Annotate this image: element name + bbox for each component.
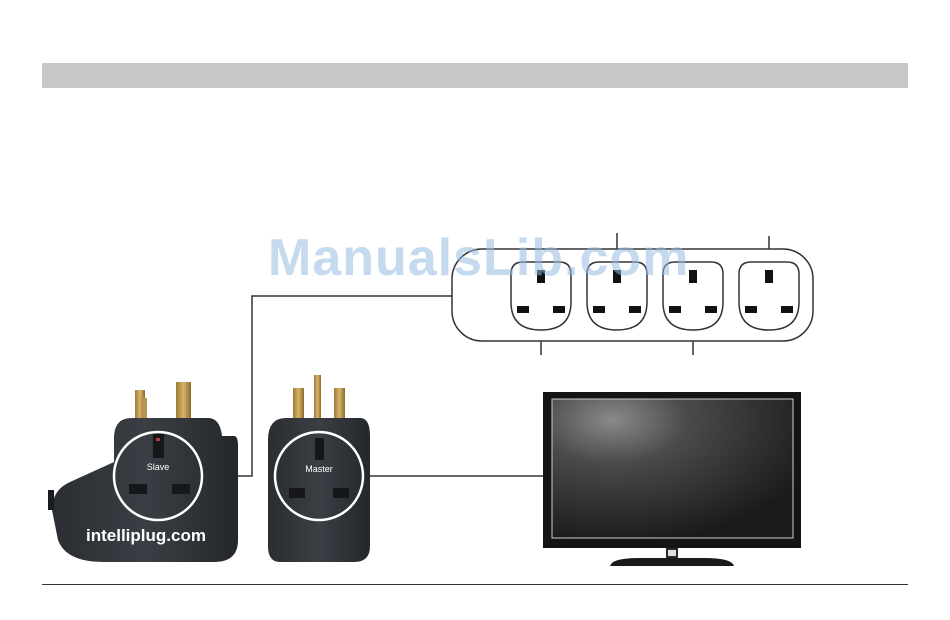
socket-4 <box>739 262 799 330</box>
tv-icon <box>543 392 801 566</box>
slave-label: Slave <box>147 462 170 472</box>
slave-url-text: intelliplug.com <box>86 526 206 545</box>
watermark: ManualsLib.com <box>268 228 689 288</box>
footer-rule <box>42 584 908 585</box>
slave-plug-icon: Slave intelliplug.com <box>48 382 238 562</box>
master-plug-icon: Master <box>268 375 370 562</box>
master-label: Master <box>305 464 333 474</box>
